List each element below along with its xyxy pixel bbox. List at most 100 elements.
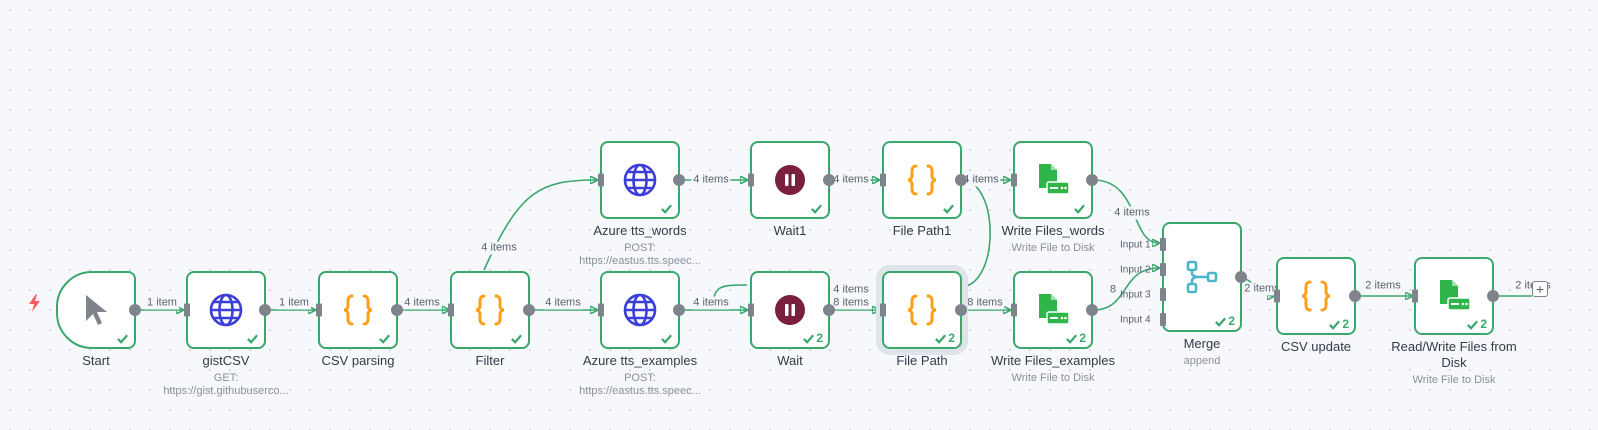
node-title: Write Files_words [1001, 223, 1105, 238]
braces-icon [905, 163, 939, 197]
input-label: Input 4 [1120, 314, 1151, 326]
output-port[interactable] [955, 174, 967, 186]
connection-label: 4 items [691, 296, 731, 310]
node-subtitle: Write File to Disk [1011, 242, 1095, 254]
node-title: Read/Write Files from Disk [1391, 339, 1517, 370]
node-title: Azure tts_words [593, 223, 687, 238]
input-port[interactable] [598, 173, 604, 187]
output-port[interactable] [1086, 304, 1098, 316]
node-subtitle: append [1183, 355, 1221, 367]
node-file-path[interactable]: 2 File Path [880, 271, 967, 368]
node-title: File Path [896, 353, 948, 368]
success-badge: 2 [1065, 331, 1086, 345]
input-port[interactable] [598, 303, 604, 317]
success-badge: 2 [934, 331, 955, 345]
input-port[interactable] [1274, 289, 1280, 303]
input-label: Input 1 [1120, 239, 1151, 251]
node-subtitle: POST: https://eastus.tts.speec... [579, 372, 701, 397]
input-port[interactable] [316, 303, 322, 317]
connection-label: 4 items [831, 173, 871, 187]
input-port[interactable] [1011, 303, 1017, 317]
input-port[interactable] [748, 173, 754, 187]
success-badge [116, 332, 129, 345]
run-count: 2 [1342, 317, 1349, 331]
node-subtitle: Write File to Disk [1011, 372, 1095, 384]
cursor-icon [83, 293, 109, 327]
connection-label: 1 item [145, 296, 179, 310]
node-title: Filter [475, 353, 505, 368]
input-port[interactable] [448, 303, 454, 317]
success-badge [660, 332, 673, 345]
input-port-2[interactable] [1160, 263, 1166, 276]
input-port[interactable] [748, 303, 754, 317]
node-title: Azure tts_examples [582, 353, 698, 368]
connection-label: 4 items [402, 296, 442, 310]
input-port-4[interactable] [1160, 313, 1166, 326]
add-node-button[interactable]: + [1532, 281, 1548, 297]
output-port[interactable] [673, 304, 685, 316]
node-wait[interactable]: 2 Wait [748, 271, 835, 368]
merge-icon [1185, 259, 1219, 295]
output-port[interactable] [1235, 271, 1247, 283]
node-filter[interactable]: Filter [448, 271, 535, 368]
success-badge: 2 [1328, 317, 1349, 331]
input-port[interactable] [1011, 173, 1017, 187]
input-label: Input 3 [1120, 289, 1151, 301]
globe-icon [208, 292, 244, 328]
node-title: CSV update [1280, 339, 1352, 354]
success-badge [510, 332, 523, 345]
success-badge [246, 332, 259, 345]
lightning-icon [28, 294, 41, 317]
node-start[interactable]: Start [56, 271, 141, 368]
output-port[interactable] [673, 174, 685, 186]
node-subtitle: POST: https://eastus.tts.speec... [579, 242, 701, 267]
output-port[interactable] [1487, 290, 1499, 302]
success-badge: 2 [802, 331, 823, 345]
node-csv-parsing[interactable]: CSV parsing [316, 271, 403, 368]
input-port[interactable] [880, 173, 886, 187]
node-title: gistCSV [202, 353, 250, 368]
output-port[interactable] [391, 304, 403, 316]
output-port[interactable] [1086, 174, 1098, 186]
globe-icon [622, 292, 658, 328]
node-title: CSV parsing [321, 353, 395, 368]
output-port[interactable] [823, 174, 835, 186]
success-badge: 2 [1466, 317, 1487, 331]
file-server-icon [1035, 162, 1071, 198]
output-port[interactable] [129, 304, 141, 316]
file-server-icon [1436, 278, 1472, 314]
success-badge [942, 202, 955, 215]
node-title: Wait [777, 353, 803, 368]
braces-icon [1299, 279, 1333, 313]
run-count: 2 [1480, 317, 1487, 331]
input-port[interactable] [880, 303, 886, 317]
output-port[interactable] [955, 304, 967, 316]
connection-label: 4 items [543, 296, 583, 310]
input-port[interactable] [1412, 289, 1418, 303]
input-port[interactable] [184, 303, 190, 317]
success-badge [660, 202, 673, 215]
input-port-3[interactable] [1160, 288, 1166, 301]
output-port[interactable] [523, 304, 535, 316]
input-port-1[interactable] [1160, 238, 1166, 251]
connection-label: 4 items [1112, 206, 1152, 220]
output-port[interactable] [259, 304, 271, 316]
globe-icon [622, 162, 658, 198]
connection-label: 8 items [965, 296, 1005, 310]
plus-icon: + [1535, 281, 1545, 297]
node-wait1[interactable]: Wait1 [748, 141, 835, 238]
output-port[interactable] [1349, 290, 1361, 302]
output-port[interactable] [823, 304, 835, 316]
file-server-icon [1035, 292, 1071, 328]
success-badge [378, 332, 391, 345]
node-file-path1[interactable]: File Path1 [880, 141, 967, 238]
connection-label: 4 items [831, 283, 871, 297]
node-csv-update[interactable]: 2 CSV update [1274, 257, 1361, 354]
